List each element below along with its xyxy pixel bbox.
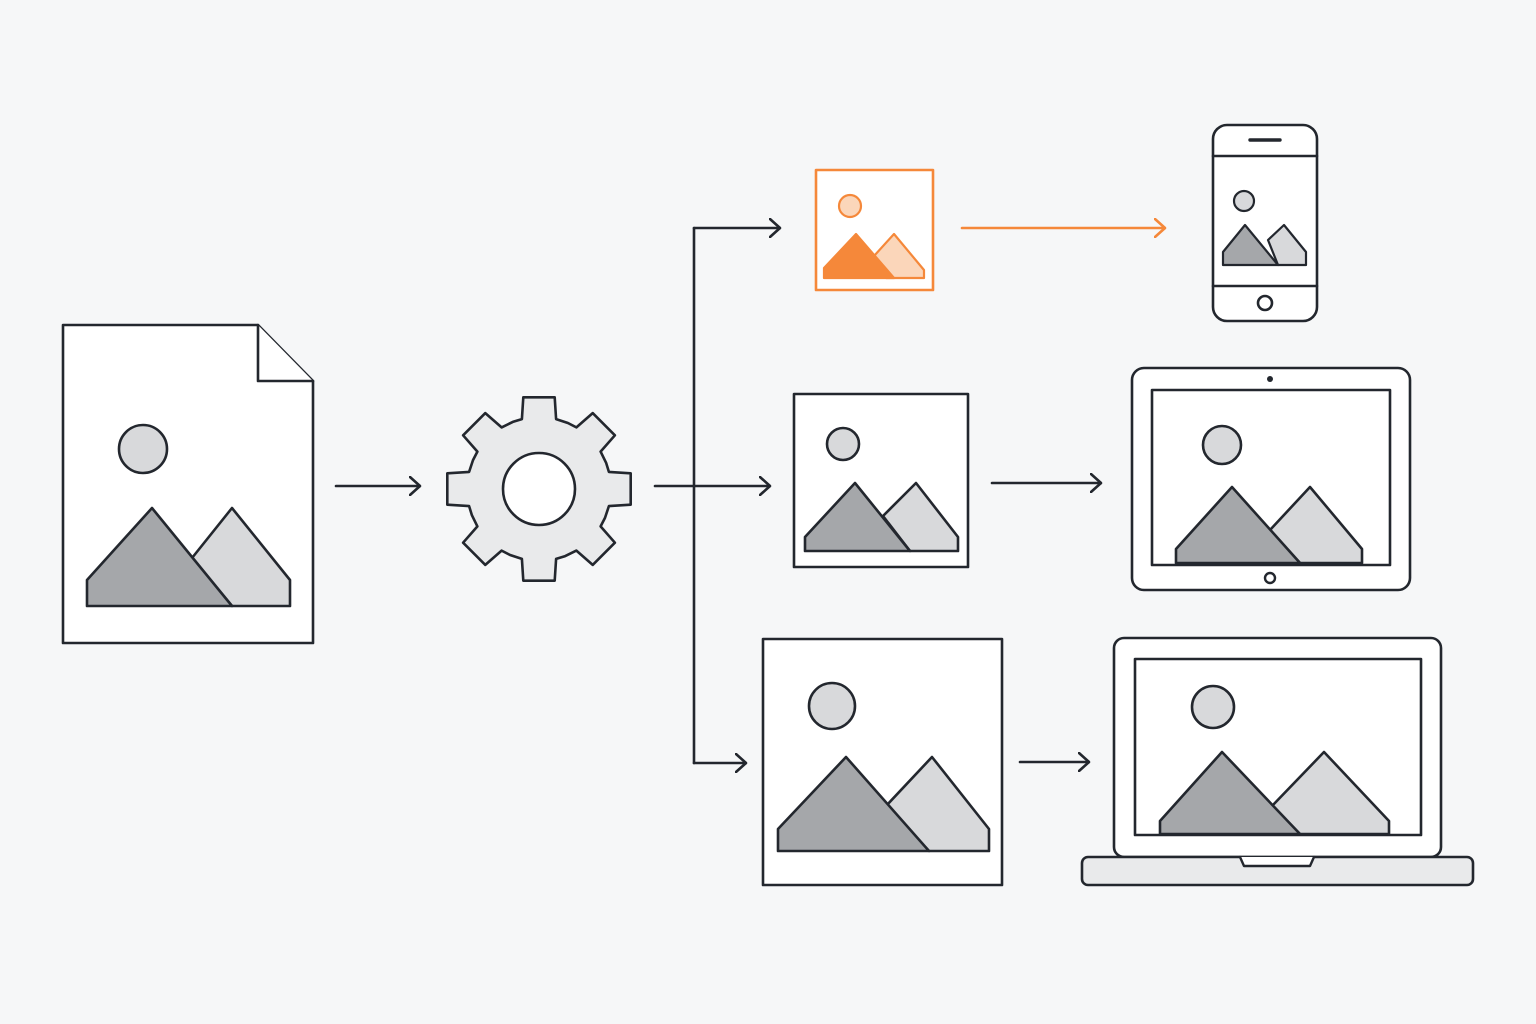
laptop-icon xyxy=(1080,636,1475,887)
gear-icon xyxy=(446,396,632,582)
tablet-icon xyxy=(1130,366,1412,592)
connectors xyxy=(334,228,1167,763)
image-file-icon xyxy=(61,323,315,645)
smartphone-icon xyxy=(1211,123,1319,323)
medium-image-icon xyxy=(792,392,970,569)
small-image-icon xyxy=(814,168,935,292)
large-image-icon xyxy=(761,637,1004,887)
